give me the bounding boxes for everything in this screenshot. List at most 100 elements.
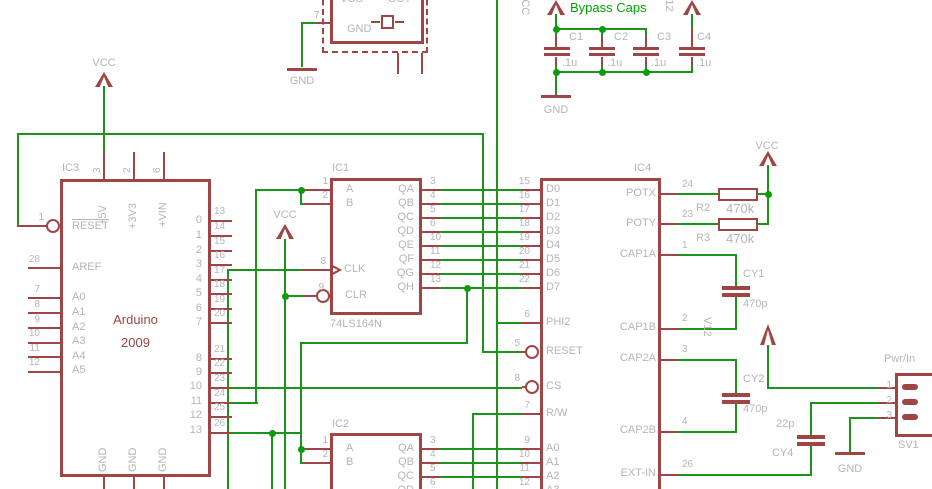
cap-ref: C2 [614, 31, 629, 43]
inverted-pin-circle [46, 219, 60, 233]
ic2-pin-label: QB [398, 456, 414, 468]
pin-number: 6 [524, 309, 530, 320]
pin-number: 20 [518, 246, 530, 257]
wire [678, 359, 736, 361]
vcc-symbol[interactable] [683, 0, 701, 15]
pin-stub [422, 476, 440, 478]
pin-stub [422, 287, 440, 289]
pin-number: 23 [214, 373, 226, 384]
wire [255, 189, 257, 403]
ic1-pin-label: QB [398, 197, 414, 209]
pin-number: 9 [318, 282, 324, 293]
cap-value: .1u [607, 57, 623, 69]
capacitor-c3[interactable] [633, 47, 659, 50]
pin-stub [103, 152, 105, 179]
cap-value: .1u [696, 57, 712, 69]
vcc-symbol[interactable] [95, 72, 113, 87]
gnd-symbol[interactable] [287, 68, 317, 71]
pin-stub [397, 53, 399, 74]
pin-stub [555, 57, 557, 66]
capacitor-cy2[interactable] [722, 400, 750, 404]
ic3-pin-label: GND [157, 447, 169, 472]
pin-number: 16 [518, 190, 530, 201]
connector-pad [902, 384, 918, 390]
capacitor-c1[interactable] [544, 53, 570, 56]
v12-symbol[interactable] [760, 324, 776, 345]
pin-stub [211, 264, 232, 266]
ic3-pin-label: GND [97, 447, 109, 472]
pin-number: 22 [518, 274, 530, 285]
capacitor-cy2[interactable] [722, 393, 750, 397]
ic3-pin-label: RESET [72, 219, 109, 232]
capacitor-cy1[interactable] [722, 293, 750, 297]
pin-stub [555, 35, 557, 47]
ic3-pin-label: A3 [72, 335, 86, 347]
sv1-connector-box[interactable] [895, 373, 932, 437]
resistor-r2[interactable] [718, 188, 758, 201]
pin-stub [877, 417, 895, 419]
wire [473, 413, 522, 415]
pin-stub [163, 477, 165, 489]
capacitor-cy1[interactable] [722, 286, 750, 290]
ic4-box[interactable] [540, 178, 661, 489]
pin-stub [645, 57, 647, 66]
pin-stub [28, 327, 60, 329]
capacitor-c2[interactable] [589, 53, 615, 56]
pin-number: 11 [519, 463, 530, 474]
oscillator-box[interactable] [330, 0, 424, 44]
vcc-symbol[interactable] [759, 151, 777, 166]
ic1-shift-register-box[interactable] [330, 178, 422, 315]
capacitor-c1[interactable] [544, 47, 570, 50]
pin-number: 15 [214, 236, 226, 247]
pin-stub [211, 416, 232, 418]
pin-stub [133, 477, 135, 489]
capacitor-c3[interactable] [633, 53, 659, 56]
ic3-pin-label: 0 [195, 214, 202, 226]
wire [555, 71, 557, 95]
wire [678, 254, 736, 256]
wire [300, 462, 306, 464]
vcc-symbol[interactable] [547, 0, 565, 15]
ic4-pin-label: CAP1A [619, 248, 656, 260]
ic3-arduino-box[interactable] [60, 179, 211, 477]
vcc-symbol[interactable] [276, 224, 294, 239]
pin-stub [522, 448, 540, 450]
capacitor-cy4[interactable] [797, 442, 825, 446]
pin-stub [211, 402, 232, 404]
capacitor-c4[interactable] [679, 53, 705, 56]
wire [768, 387, 877, 389]
wire [301, 22, 303, 67]
wire [301, 342, 467, 344]
pin-number: 22 [214, 358, 226, 369]
ic3-ref: IC3 [62, 162, 80, 174]
ic2-pin-label: A [346, 442, 354, 454]
pin-stub [422, 462, 440, 464]
pin-number: 3 [430, 176, 436, 187]
ic4-pin-label: D3 [546, 225, 561, 237]
wire [232, 432, 302, 434]
pin-stub [877, 387, 895, 389]
ic4-pin-label: D1 [546, 197, 561, 209]
junction-dot [643, 69, 650, 76]
pin-stub [645, 35, 647, 47]
capacitor-cy4[interactable] [797, 435, 825, 439]
wire [440, 259, 522, 261]
pin-stub [28, 342, 60, 344]
wire [466, 287, 468, 344]
pin-number: 4 [682, 416, 688, 427]
gnd-symbol[interactable] [835, 452, 865, 455]
pin-number: 1 [886, 380, 892, 391]
pin-number: 4 [430, 190, 436, 201]
pin-number: 5 [430, 463, 436, 474]
ic1-ref: IC1 [332, 162, 350, 174]
capacitor-c2[interactable] [589, 47, 615, 50]
pin-stub [522, 203, 540, 205]
gnd-symbol[interactable] [541, 95, 571, 98]
pin-number: 11 [29, 343, 40, 354]
resistor-r3[interactable] [718, 218, 758, 231]
pin-number: 13 [430, 274, 442, 285]
capacitor-c4[interactable] [679, 47, 705, 50]
ic2-shift-register-box[interactable] [330, 433, 422, 489]
pin-number: 15 [518, 176, 530, 187]
wire [556, 71, 693, 73]
